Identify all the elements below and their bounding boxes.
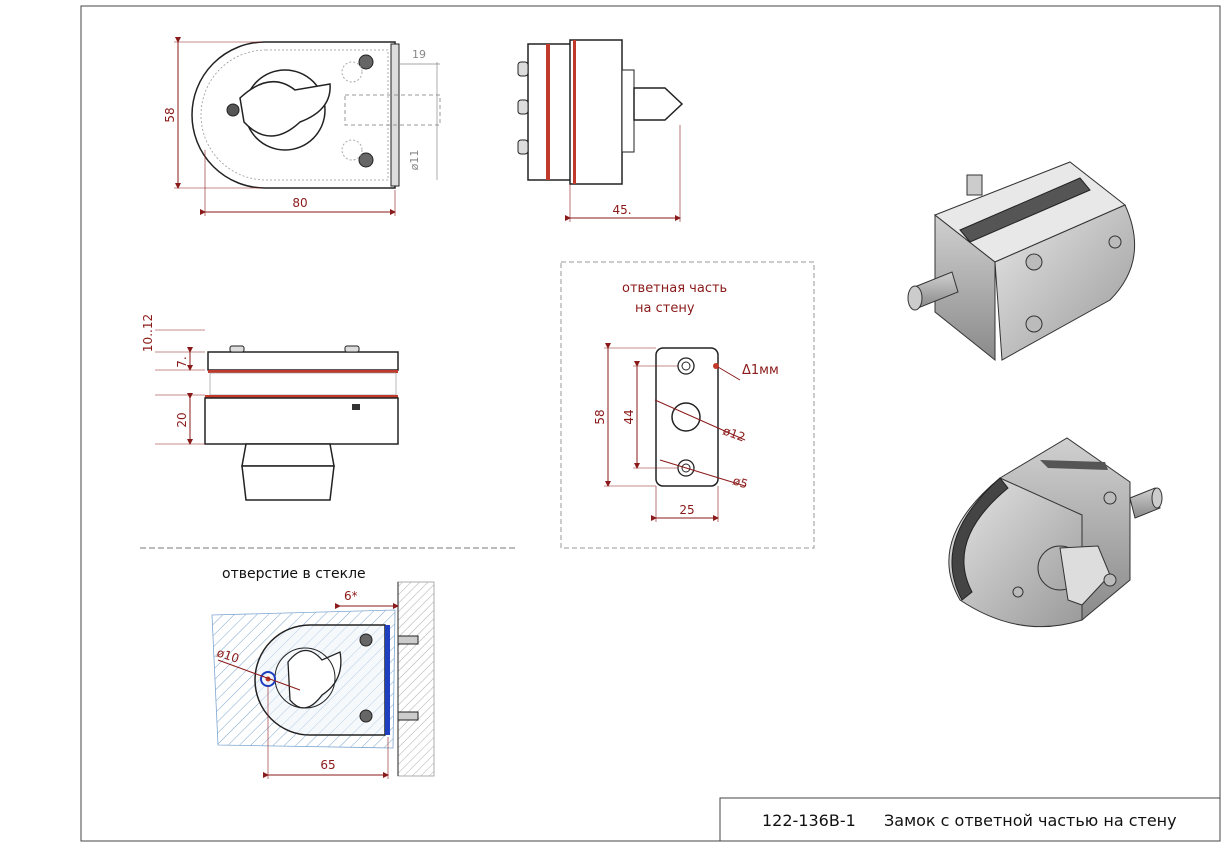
side-view: 45. xyxy=(517,39,684,222)
strike-plate-view: ответная часть на стену Δ1мм 58 44 ø12 ø… xyxy=(560,261,815,549)
glass-hole-caption: отверстие в стекле xyxy=(222,566,366,582)
drawing-code: 122-136B-1 xyxy=(762,811,856,830)
strike-width-dim: 25 xyxy=(679,503,694,517)
hole-spacing-dim: 44 xyxy=(622,409,636,424)
gap-note: Δ1мм xyxy=(742,363,779,378)
strike-caption-line2: на стену xyxy=(635,301,695,316)
strike-height-dim: 58 xyxy=(593,409,607,424)
glass-thickness-dim: 10..12 xyxy=(141,314,155,352)
bottom-height-dim: 20 xyxy=(175,412,189,427)
top-view: 10..12 7. 20 xyxy=(141,314,399,501)
side-depth-dim: 45. xyxy=(612,203,631,217)
strike-caption-line1: ответная часть xyxy=(622,281,727,296)
screw-hole-dim: ø5 xyxy=(731,474,750,492)
offset-dim: 65 xyxy=(320,758,335,772)
glass-hole-view: отверстие в стекле ø10 6* 65 xyxy=(211,566,435,779)
glass-hole-diameter-dim: ø10 xyxy=(215,646,241,666)
bolt-diameter-dim: ø11 xyxy=(408,150,421,171)
iso-view-back xyxy=(907,161,1136,362)
front-view: 58 80 19 ø11 xyxy=(163,37,441,216)
sheet-border xyxy=(80,5,1221,842)
iso-view-front xyxy=(948,437,1163,628)
gap-dim: 6* xyxy=(344,589,358,603)
front-width-dim: 80 xyxy=(292,196,307,210)
title-block: 122-136B-1 Замок с ответной частью на ст… xyxy=(719,797,1221,842)
top-height-dim: 7. xyxy=(175,356,189,367)
bolt-length-dim: 19 xyxy=(412,48,426,61)
front-height-dim: 58 xyxy=(163,107,177,122)
center-hole-dim: ø12 xyxy=(721,424,747,445)
drawing-name: Замок с ответной частью на стену xyxy=(884,811,1177,830)
